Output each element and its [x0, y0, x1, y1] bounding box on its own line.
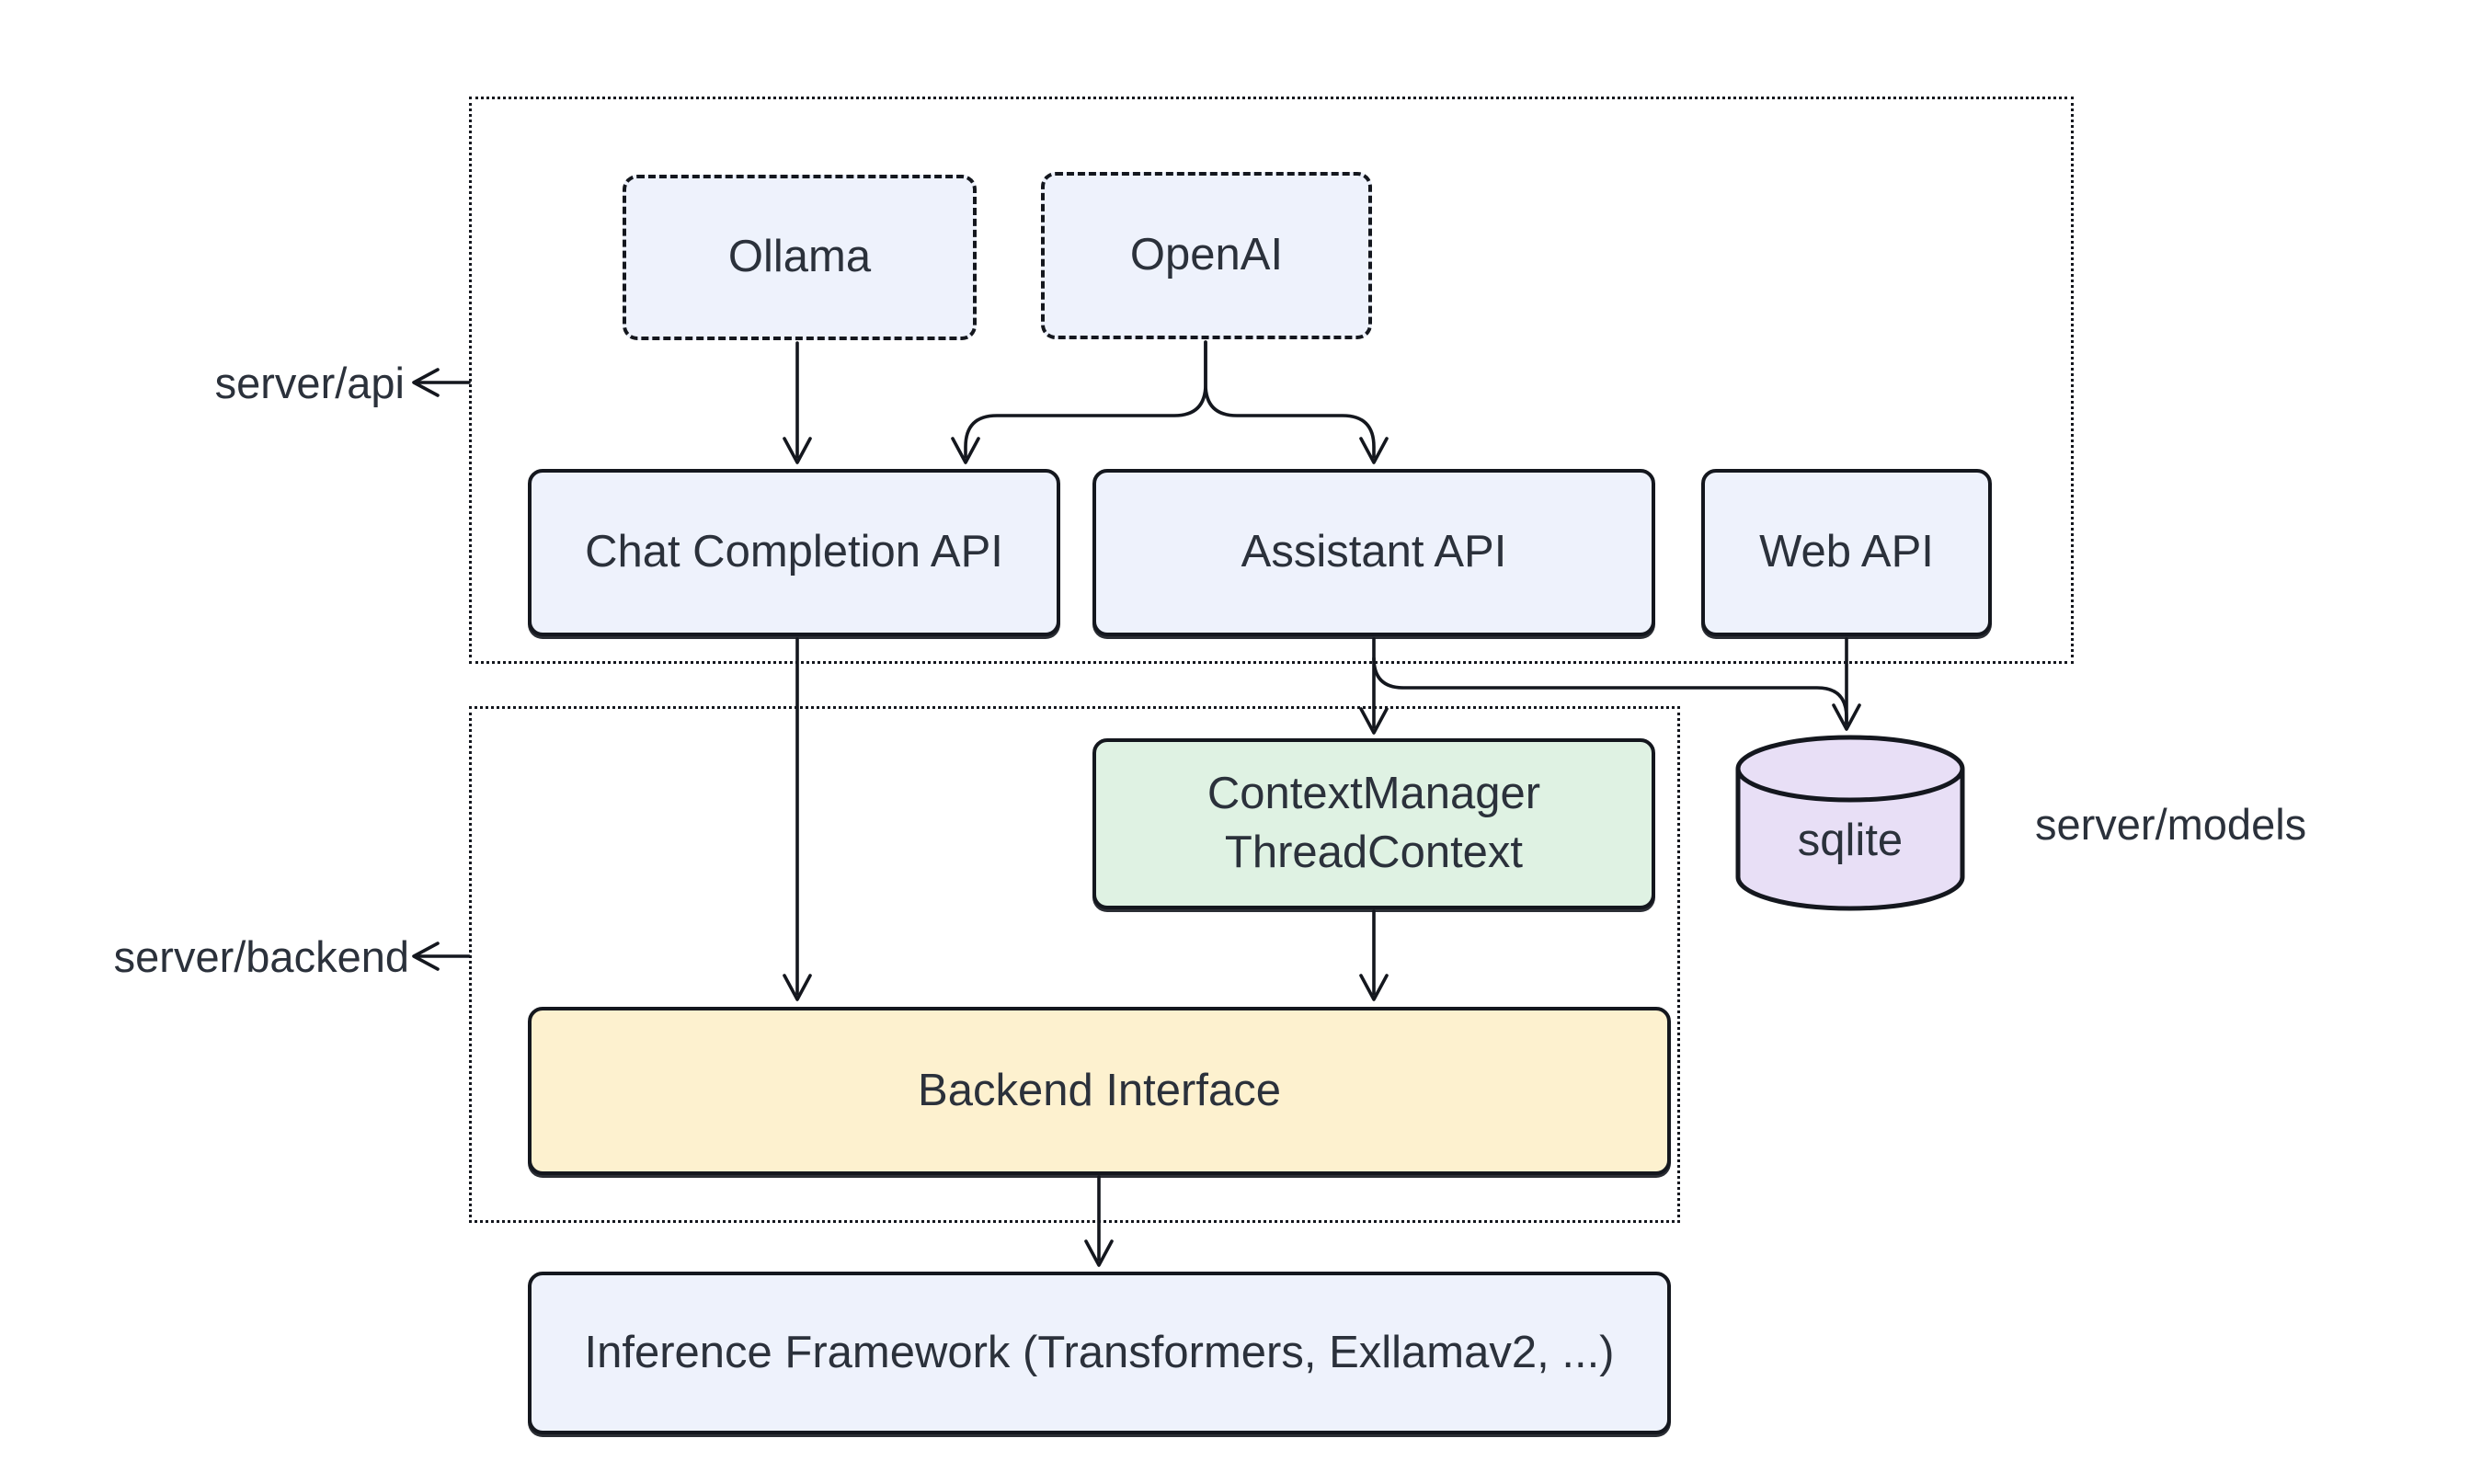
node-assistant-api: Assistant API: [1092, 469, 1655, 636]
edge-openai-to-chat-completion: [951, 340, 1207, 464]
node-openai-label: OpenAI: [1129, 230, 1284, 280]
server-api-container: [469, 97, 2074, 664]
server-backend-label-arrow: [412, 942, 471, 971]
edge-context-manager-to-backend-interface: [1359, 909, 1389, 1001]
node-ollama: Ollama: [623, 175, 977, 340]
node-context-manager-label: ContextManager ThreadContext: [1206, 769, 1541, 877]
edge-assistant-to-context-manager: [1359, 637, 1389, 735]
edge-web-api-to-sqlite: [1832, 637, 1861, 731]
node-context-manager: ContextManager ThreadContext: [1092, 738, 1655, 909]
node-chat-completion-api: Chat Completion API: [528, 469, 1060, 636]
server-backend-label: server/backend: [113, 932, 409, 981]
node-inference-framework-label: Inference Framework (Transformers, Exlla…: [584, 1327, 1615, 1377]
node-sqlite-database: sqlite: [1732, 732, 1968, 916]
edge-assistant-to-sqlite: [1372, 656, 1848, 725]
node-chat-completion-api-label: Chat Completion API: [585, 527, 1003, 577]
node-inference-framework: Inference Framework (Transformers, Exlla…: [528, 1272, 1671, 1434]
edge-chat-completion-to-backend-interface: [783, 637, 812, 1001]
node-sqlite-label: sqlite: [1797, 816, 1904, 865]
server-backend-container: [469, 706, 1680, 1223]
server-models-label: server/models: [2035, 800, 2307, 849]
node-backend-interface: Backend Interface: [528, 1007, 1671, 1175]
node-ollama-label: Ollama: [727, 232, 872, 282]
node-backend-interface-label: Backend Interface: [918, 1065, 1281, 1115]
node-web-api-label: Web API: [1759, 527, 1934, 577]
node-web-api: Web API: [1701, 469, 1992, 636]
database-cylinder-icon: [1735, 735, 1965, 911]
node-assistant-api-label: Assistant API: [1241, 527, 1507, 577]
edge-ollama-to-chat-completion: [783, 341, 812, 464]
edge-openai-to-assistant: [1204, 340, 1389, 464]
server-api-label-arrow: [412, 368, 471, 397]
server-api-label: server/api: [214, 359, 405, 407]
edge-backend-interface-to-inference: [1084, 1175, 1114, 1267]
node-openai: OpenAI: [1041, 172, 1372, 339]
